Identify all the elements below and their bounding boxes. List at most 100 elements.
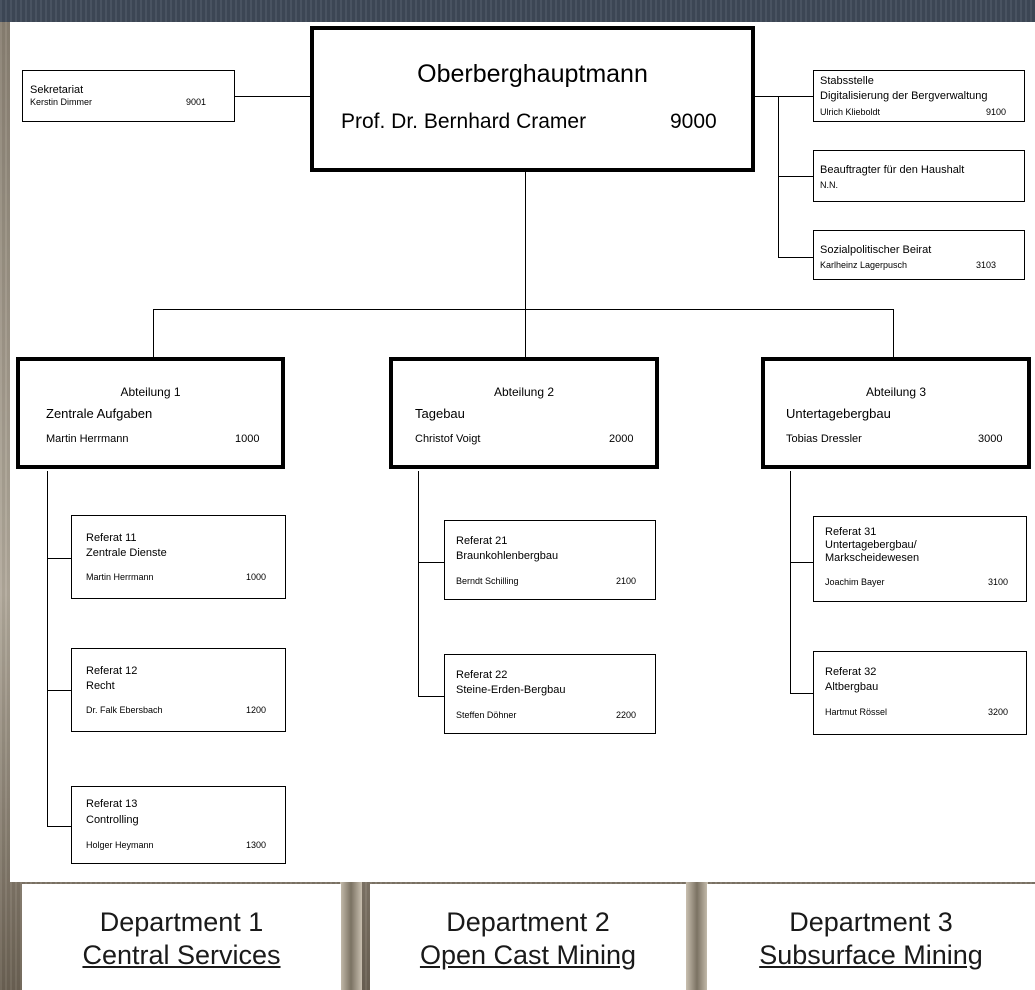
connector-line — [754, 96, 814, 97]
connector-line — [234, 96, 311, 97]
staff-title: Beauftragter für den Haushalt — [820, 164, 965, 176]
referat-box-22: Referat 22 Steine-Erden-Bergbau Steffen … — [444, 654, 656, 734]
connector-line — [525, 309, 526, 357]
department-ext: 3000 — [978, 433, 1003, 445]
connector-line — [893, 309, 894, 357]
connector-line — [778, 257, 814, 258]
referat-person: Steffen Döhner — [456, 710, 517, 720]
referat-number: Referat 22 — [456, 669, 508, 681]
referat-person: Holger Heymann — [86, 840, 154, 850]
department-heading: Abteilung 3 — [865, 385, 927, 399]
caption-line2: Subsurface Mining — [759, 940, 983, 970]
referat-person: Hartmut Rössel — [825, 707, 888, 717]
caption-line2: Central Services — [82, 940, 281, 970]
connector-line — [418, 471, 419, 696]
head-box: Oberberghauptmann Prof. Dr. Bernhard Cra… — [310, 26, 755, 172]
department-ext: 1000 — [235, 433, 260, 445]
referat-name: Controlling — [86, 814, 139, 826]
referat-number: Referat 11 — [86, 532, 137, 544]
connector-line — [790, 471, 791, 693]
referat-name: Altbergbau — [825, 681, 879, 693]
staff-person: Karlheinz Lagerpusch — [820, 260, 908, 270]
referat-name-line2: Markscheidewesen — [825, 552, 920, 564]
staff-box-haushalt: Beauftragter für den Haushalt N.N. — [813, 150, 1025, 202]
staff-subtitle: Digitalisierung der Bergverwaltung — [820, 90, 988, 102]
connector-line — [153, 309, 893, 310]
referat-ext: 1200 — [246, 705, 267, 715]
background-column — [686, 860, 708, 990]
department-person: Tobias Dressler — [786, 433, 862, 445]
referat-ext: 2100 — [616, 576, 637, 586]
referat-box-32: Referat 32 Altbergbau Hartmut Rössel 320… — [813, 651, 1027, 735]
staff-box-digitalisierung: Stabsstelle Digitalisierung der Bergverw… — [813, 70, 1025, 122]
referat-box-31: Referat 31 Untertagebergbau/ Markscheide… — [813, 516, 1027, 602]
staff-ext: 9100 — [986, 107, 1007, 117]
connector-line — [47, 471, 48, 826]
department-heading: Abteilung 2 — [493, 385, 555, 399]
connector-line — [790, 562, 813, 563]
referat-box-12: Referat 12 Recht Dr. Falk Ebersbach 1200 — [71, 648, 286, 732]
staff-box-beirat: Sozialpolitischer Beirat Karlheinz Lager… — [813, 230, 1025, 280]
referat-ext: 3200 — [988, 707, 1009, 717]
referat-name: Recht — [86, 680, 115, 692]
head-ext: 9000 — [670, 110, 717, 133]
staff-person: Ulrich Klieboldt — [820, 107, 881, 117]
staff-ext: 3103 — [976, 260, 997, 270]
staff-person: N.N. — [820, 180, 838, 190]
head-person: Prof. Dr. Bernhard Cramer — [341, 110, 587, 133]
sekretariat-person: Kerstin Dimmer — [30, 97, 93, 107]
referat-person: Joachim Bayer — [825, 577, 885, 587]
sekretariat-box: Sekretariat Kerstin Dimmer 9001 — [22, 70, 235, 122]
department-box-1: Abteilung 1 Zentrale Aufgaben Martin Her… — [16, 357, 285, 469]
department-person: Martin Herrmann — [46, 433, 129, 445]
referat-person: Berndt Schilling — [456, 576, 519, 586]
connector-line — [47, 826, 71, 827]
department-name: Untertagebergbau — [786, 406, 891, 421]
caption-department-1: Department 1 Central Services — [22, 884, 341, 990]
referat-ext: 2200 — [616, 710, 637, 720]
head-title: Oberberghauptmann — [417, 60, 648, 88]
connector-line — [47, 690, 71, 691]
department-person: Christof Voigt — [415, 433, 481, 445]
referat-person: Martin Herrmann — [86, 572, 154, 582]
referat-name: Steine-Erden-Bergbau — [456, 684, 566, 696]
connector-line — [778, 176, 814, 177]
caption-department-2: Department 2 Open Cast Mining — [370, 884, 686, 990]
staff-title: Stabsstelle — [820, 75, 874, 87]
department-heading: Abteilung 1 — [120, 385, 181, 399]
caption-department-3: Department 3 Subsurface Mining — [707, 884, 1035, 990]
department-ext: 2000 — [609, 433, 634, 445]
referat-ext: 1300 — [246, 840, 267, 850]
connector-line — [525, 171, 526, 309]
caption-line2: Open Cast Mining — [419, 940, 637, 970]
referat-name: Zentrale Dienste — [86, 547, 167, 559]
connector-line — [47, 558, 71, 559]
referat-box-13: Referat 13 Controlling Holger Heymann 13… — [71, 786, 286, 864]
staff-title: Sozialpolitischer Beirat — [820, 244, 932, 256]
department-box-3: Abteilung 3 Untertagebergbau Tobias Dres… — [761, 357, 1031, 469]
referat-number: Referat 13 — [86, 798, 138, 810]
referat-number: Referat 12 — [86, 665, 138, 677]
sekretariat-ext: 9001 — [186, 97, 207, 107]
sekretariat-title: Sekretariat — [30, 84, 84, 96]
referat-number: Referat 32 — [825, 666, 877, 678]
referat-number: Referat 31 — [825, 526, 877, 538]
connector-line — [778, 96, 779, 258]
department-name: Tagebau — [415, 406, 465, 421]
referat-ext: 3100 — [988, 577, 1009, 587]
caption-line1: Department 3 — [789, 907, 953, 937]
referat-number: Referat 21 — [456, 535, 508, 547]
caption-line1: Department 2 — [446, 907, 610, 937]
referat-box-11: Referat 11 Zentrale Dienste Martin Herrm… — [71, 515, 286, 599]
referat-person: Dr. Falk Ebersbach — [86, 705, 163, 715]
referat-name: Braunkohlenbergbau — [456, 550, 559, 562]
referat-ext: 1000 — [246, 572, 267, 582]
department-name: Zentrale Aufgaben — [46, 406, 153, 421]
connector-line — [790, 693, 813, 694]
connector-line — [418, 696, 444, 697]
caption-line1: Department 1 — [99, 907, 264, 937]
referat-box-21: Referat 21 Braunkohlenbergbau Berndt Sch… — [444, 520, 656, 600]
org-chart: Oberberghauptmann Prof. Dr. Bernhard Cra… — [10, 22, 1035, 882]
department-box-2: Abteilung 2 Tagebau Christof Voigt 2000 — [389, 357, 659, 469]
background-column — [340, 860, 362, 990]
